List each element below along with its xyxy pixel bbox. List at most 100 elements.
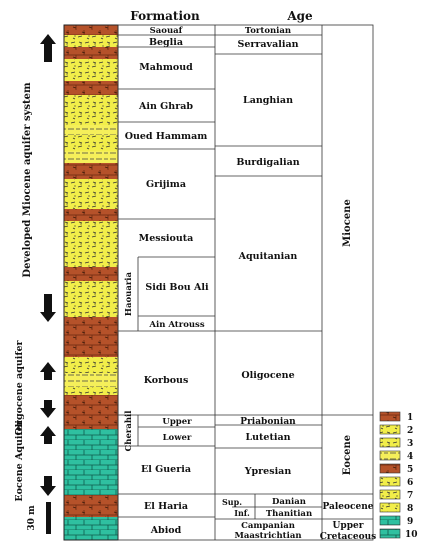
litho-layer <box>64 95 118 125</box>
litho-layer <box>64 317 118 329</box>
stage-label: Serravalian <box>237 39 298 50</box>
aquifer-annotations: Developed Miocene aquifer system Oligoce… <box>14 34 56 502</box>
formation-label: Korbous <box>144 375 189 386</box>
stage-label: Ypresian <box>244 466 292 477</box>
formation-label: El Haria <box>144 501 188 512</box>
formation-header: Formation <box>130 9 200 23</box>
litho-layer <box>64 209 118 221</box>
formation-label: Ain Ghrab <box>138 101 193 112</box>
lithology-column <box>63 24 119 541</box>
legend-swatch <box>379 476 401 487</box>
formation-label: Saouaf <box>150 26 184 36</box>
legend-number: 1 <box>407 413 413 423</box>
formation-label: Upper <box>162 417 192 427</box>
litho-layer <box>64 281 118 317</box>
litho-layer <box>64 151 118 163</box>
formation-label: Beglia <box>149 37 183 48</box>
legend-swatch <box>379 437 401 448</box>
legend-swatch <box>379 528 401 539</box>
group-label-cherahil: Cherahil <box>124 410 134 452</box>
litho-layer <box>64 35 118 47</box>
stage-label: Oligocene <box>241 370 294 381</box>
epoch-label-paleocene: Paleocene <box>323 502 374 512</box>
stage-label: Lutetian <box>245 432 290 443</box>
legend-number: 10 <box>405 530 418 540</box>
legend-number: 6 <box>407 478 413 488</box>
sup-label: Sup. <box>222 497 242 507</box>
stage-label: Tortonian <box>245 26 291 36</box>
formation-label: El Gueria <box>141 464 191 475</box>
table-grid <box>117 24 374 541</box>
litho-layer <box>64 125 118 135</box>
formation-label: Oued Hammam <box>125 131 208 142</box>
legend-number: 2 <box>407 426 413 436</box>
epoch-label-miocene: Miocene <box>342 199 353 247</box>
litho-layer <box>64 387 118 395</box>
litho-layer <box>64 357 118 373</box>
legend-swatch <box>379 411 401 422</box>
scale-bar: 30 m <box>27 502 51 534</box>
stage-label: Campanian <box>241 521 295 531</box>
legend-number: 5 <box>407 465 413 475</box>
litho-layer <box>64 47 118 59</box>
stage-label: Maastrichtian <box>234 531 301 541</box>
litho-layer <box>64 373 118 387</box>
formation-label: Mahmoud <box>139 62 193 73</box>
stage-label: Burdigalian <box>236 157 299 168</box>
litho-layer <box>64 59 118 81</box>
formation-label: Sidi Bou Ali <box>145 282 209 293</box>
aquifer-label-miocene: Developed Miocene aquifer system <box>22 82 33 278</box>
formation-label: Ain Atrouss <box>148 320 204 330</box>
legend-swatch <box>379 424 401 435</box>
stage-label: Aquitanian <box>238 251 298 262</box>
legend-swatch <box>379 515 401 526</box>
legend-swatch <box>379 489 401 500</box>
litho-layer <box>64 395 118 415</box>
up-arrow-icon <box>40 362 56 380</box>
inf-label: Inf. <box>234 508 250 518</box>
formation-label: Lower <box>163 433 192 443</box>
stage-label: Priabonian <box>240 417 296 427</box>
down-arrow-icon <box>40 400 56 418</box>
litho-layer <box>64 495 118 517</box>
legend-swatch <box>379 450 401 461</box>
litho-layer <box>64 445 118 495</box>
up-arrow-icon <box>40 34 56 62</box>
litho-layer <box>64 179 118 209</box>
stage-label: Thanitian <box>266 509 312 519</box>
litho-layer <box>64 135 118 151</box>
litho-layer <box>64 163 118 179</box>
litho-layer <box>64 267 118 281</box>
litho-layer <box>64 429 118 445</box>
age-header: Age <box>286 9 313 23</box>
down-arrow-icon <box>40 476 56 496</box>
formation-label: Abiod <box>150 525 182 536</box>
formation-label: Messiouta <box>139 233 194 244</box>
legend: 1 2 3 4 5 6 7 8 9 10 <box>379 411 418 540</box>
litho-layer <box>64 415 118 429</box>
legend-swatch <box>379 502 401 513</box>
up-arrow-icon <box>40 426 56 444</box>
legend-number: 8 <box>407 504 413 514</box>
aquifer-label-oligocene: Oligocene aquifer <box>14 340 25 436</box>
stage-label: Langhian <box>243 95 293 106</box>
down-arrow-icon <box>40 294 56 322</box>
scale-label: 30 m <box>27 505 37 531</box>
legend-number: 7 <box>407 491 413 501</box>
formation-label: Grijima <box>146 179 186 190</box>
epoch-label-upper: Upper <box>333 521 364 531</box>
litho-layer <box>64 25 118 35</box>
litho-layer <box>64 221 118 267</box>
legend-number: 9 <box>407 517 413 527</box>
litho-layer <box>64 517 118 540</box>
stage-label: Danian <box>272 497 306 507</box>
legend-number: 3 <box>407 439 413 449</box>
legend-number: 4 <box>407 452 413 462</box>
legend-swatch <box>379 463 401 474</box>
stage-labels: Tortonian Serravalian Langhian Burdigali… <box>234 26 312 541</box>
epoch-label-eocene: Eocene <box>342 435 353 475</box>
litho-layer <box>64 81 118 95</box>
scale-bar-rect <box>46 502 51 534</box>
litho-layer <box>64 329 118 357</box>
